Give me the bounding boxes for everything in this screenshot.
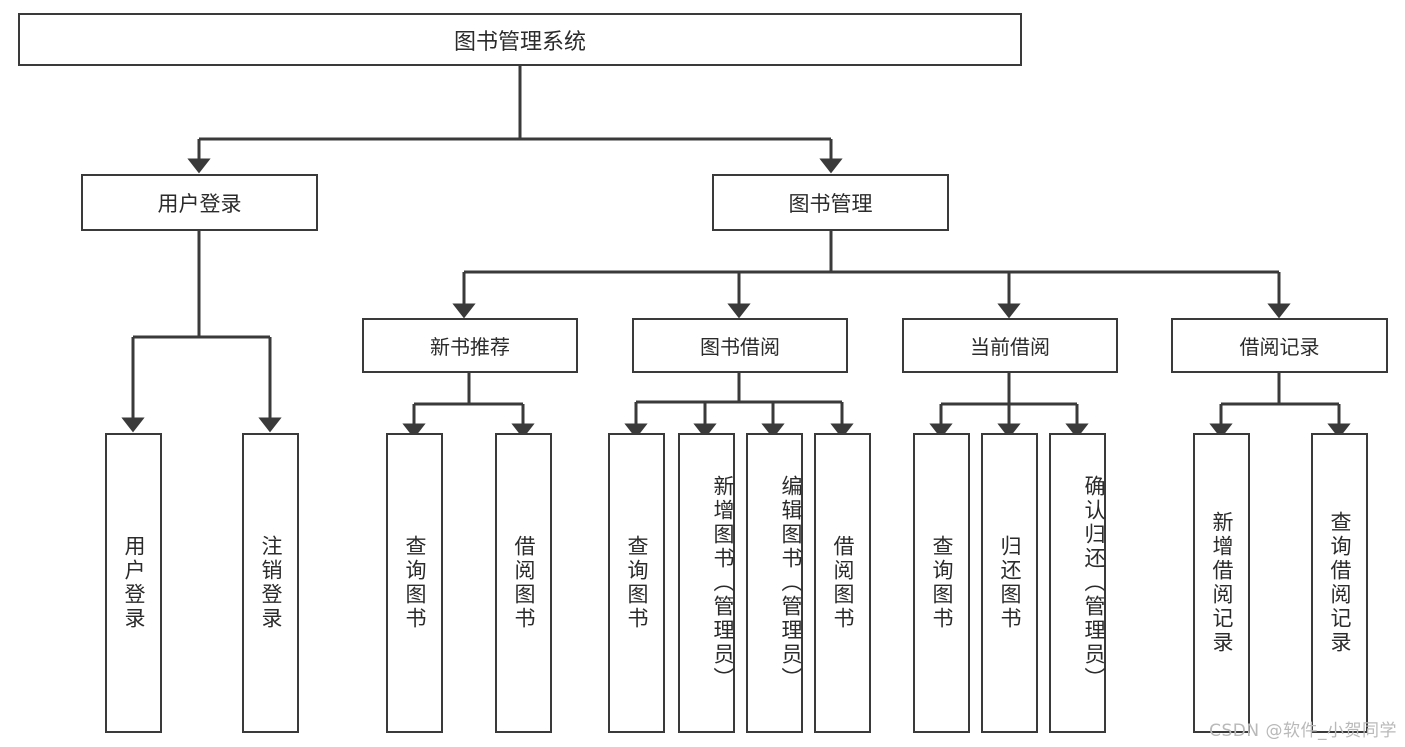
node-leaf-add-record[interactable]: 新增借阅记录 (1193, 433, 1250, 733)
node-leaf-user-login-label: 用户登录 (122, 535, 146, 631)
node-leaf-query-book-2[interactable]: 查询图书 (608, 433, 665, 733)
node-leaf-query-book-3[interactable]: 查询图书 (913, 433, 970, 733)
node-leaf-edit-book[interactable]: 编辑图书（管理员） (746, 433, 803, 733)
node-leaf-query-book-2-label: 查询图书 (625, 535, 649, 631)
node-book-management[interactable]: 图书管理 (712, 174, 949, 231)
node-leaf-borrow-book-2-label: 借阅图书 (831, 535, 855, 631)
node-book-borrow[interactable]: 图书借阅 (632, 318, 848, 373)
node-book-management-label: 图书管理 (788, 191, 873, 216)
node-leaf-logout-login[interactable]: 注销登录 (242, 433, 299, 733)
node-root-label: 图书管理系统 (453, 29, 586, 55)
node-user-login-label: 用户登录 (157, 191, 242, 216)
node-leaf-query-book-3-label: 查询图书 (930, 535, 954, 631)
node-leaf-query-book-1[interactable]: 查询图书 (386, 433, 443, 733)
node-borrow-record-label: 借阅记录 (1239, 335, 1320, 359)
node-leaf-borrow-book-1[interactable]: 借阅图书 (495, 433, 552, 733)
node-root[interactable]: 图书管理系统 (18, 13, 1022, 66)
node-leaf-borrow-book-2[interactable]: 借阅图书 (814, 433, 871, 733)
node-leaf-add-book-label: 新增图书（管理员） (711, 475, 735, 691)
node-current-borrow[interactable]: 当前借阅 (902, 318, 1118, 373)
node-leaf-return-book[interactable]: 归还图书 (981, 433, 1038, 733)
node-leaf-return-book-label: 归还图书 (998, 535, 1022, 631)
node-new-book-recommend[interactable]: 新书推荐 (362, 318, 578, 373)
node-leaf-edit-book-label: 编辑图书（管理员） (779, 475, 803, 691)
node-leaf-borrow-book-1-label: 借阅图书 (512, 535, 536, 631)
node-leaf-confirm-return[interactable]: 确认归还（管理员） (1049, 433, 1106, 733)
node-leaf-add-book[interactable]: 新增图书（管理员） (678, 433, 735, 733)
node-book-borrow-label: 图书借阅 (700, 335, 780, 359)
node-leaf-query-book-1-label: 查询图书 (403, 535, 427, 631)
node-leaf-confirm-return-label: 确认归还（管理员） (1082, 475, 1106, 691)
node-borrow-record[interactable]: 借阅记录 (1171, 318, 1388, 373)
node-leaf-user-login[interactable]: 用户登录 (105, 433, 162, 733)
node-leaf-add-record-label: 新增借阅记录 (1210, 511, 1234, 655)
node-current-borrow-label: 当前借阅 (970, 335, 1050, 359)
node-new-book-recommend-label: 新书推荐 (430, 335, 510, 359)
node-leaf-query-record[interactable]: 查询借阅记录 (1311, 433, 1368, 733)
node-user-login[interactable]: 用户登录 (81, 174, 318, 231)
node-leaf-query-record-label: 查询借阅记录 (1328, 511, 1352, 655)
node-leaf-logout-login-label: 注销登录 (259, 535, 283, 631)
